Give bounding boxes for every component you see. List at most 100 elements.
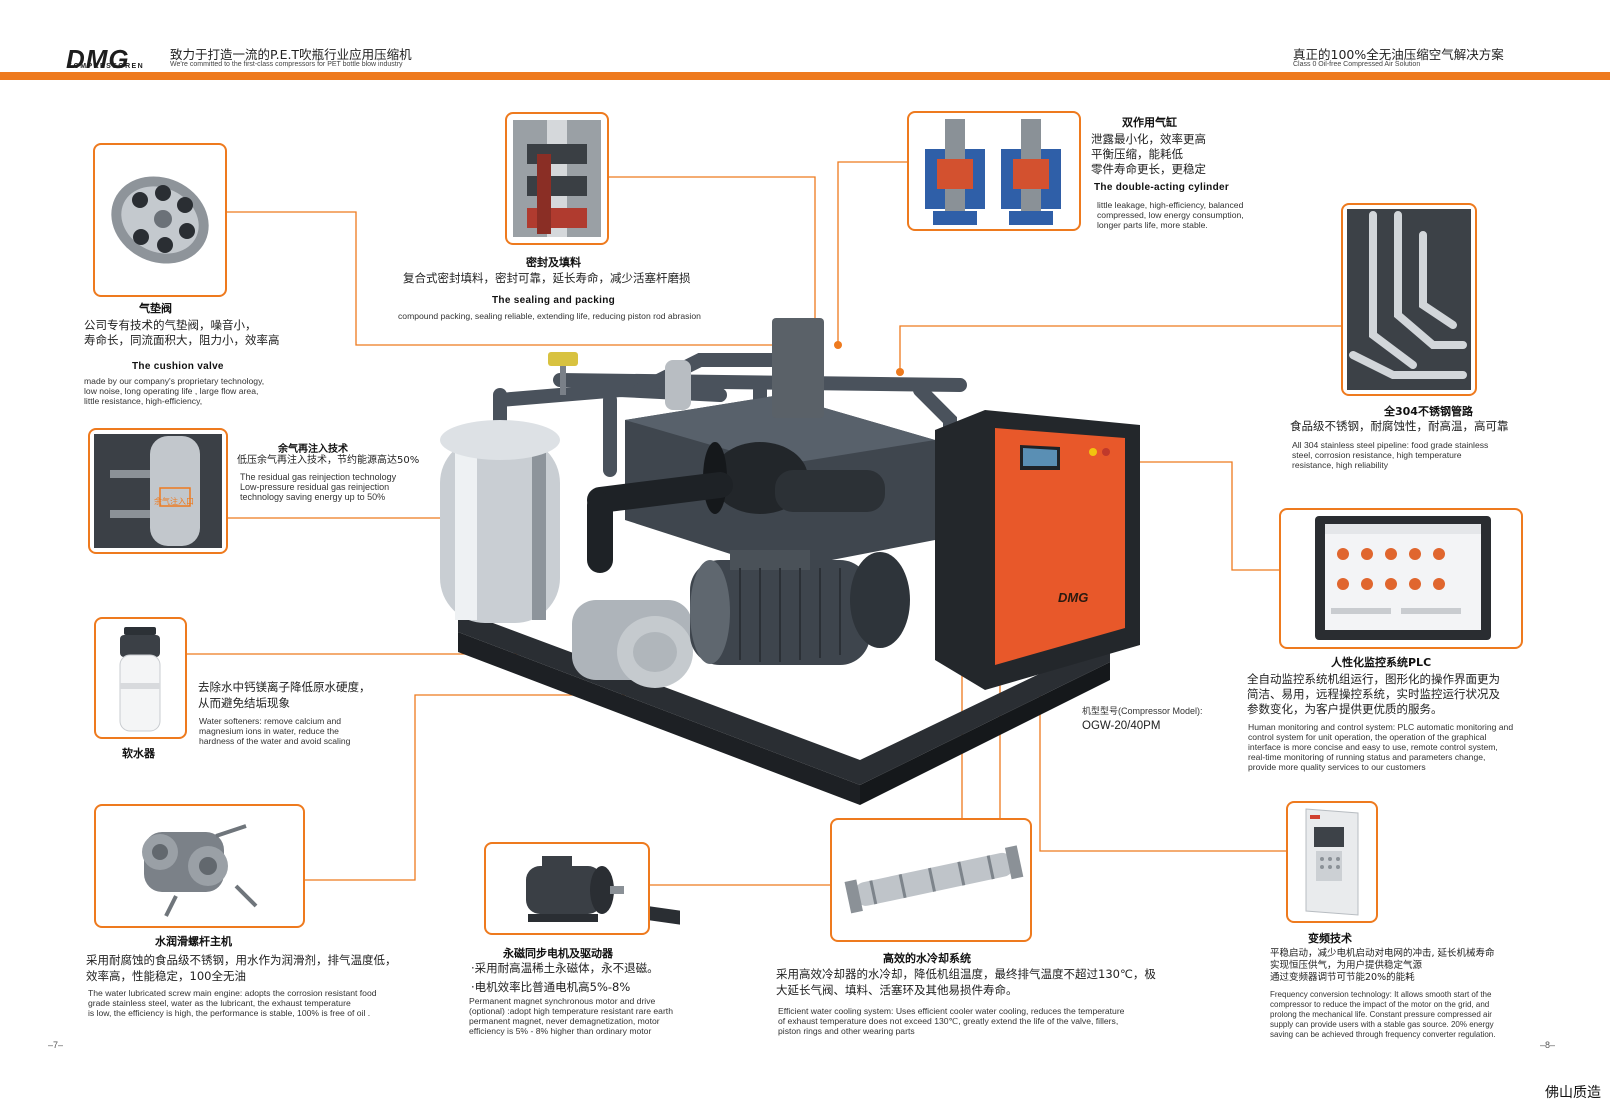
header-accent-bar [0, 72, 1610, 80]
cooling-desc-en-2: of exhaust temperature does not exceed 1… [778, 1016, 1119, 1026]
inverter-desc-en-5: saving can be achieved through frequency… [1270, 1030, 1496, 1039]
pipeline-desc-en-2: steel, corrosion resistance, high temper… [1292, 450, 1462, 460]
plc-desc-en-5: provide more quality services to our cus… [1248, 762, 1426, 772]
motor-desc-en-2: (optional) :adopt high temperature resis… [469, 1006, 673, 1016]
cylinder-title-en: The double-acting cylinder [1094, 182, 1230, 193]
inverter-image [1286, 801, 1378, 923]
residual-gas-illustration [94, 434, 222, 548]
intake-pipe [587, 472, 733, 573]
screw-desc-en-1: The water lubricated screw main engine: … [88, 988, 377, 998]
cushion-valve-desc-zh-2: 寿命长，同流面积大，阻力小，效率高 [84, 333, 280, 347]
sealing-image [505, 112, 609, 245]
model-label: 机型型号(Compressor Model): [1082, 706, 1203, 716]
dmg-logo: DMG [66, 44, 130, 74]
sealing-title-en: The sealing and packing [492, 295, 616, 306]
sealing-desc-en: compound packing, sealing reliable, exte… [398, 311, 701, 321]
cushion-valve-desc-en-2: low noise, long operating life , large f… [84, 386, 259, 396]
cylinder-image [907, 111, 1081, 231]
residual-gas-desc-en-2: Low-pressure residual gas reinjection [240, 482, 390, 492]
cooling-desc-en-1: Efficient water cooling system: Uses eff… [778, 1006, 1125, 1016]
motor-desc-zh-2: ·电机效率比普通电机高5%-8% [471, 980, 631, 994]
main-motor [690, 550, 910, 665]
watermark-text: 佛山质造 [1545, 1085, 1601, 1101]
stainless-tank [440, 420, 560, 623]
inverter-desc-en-4: supply can provide users with a stable g… [1270, 1020, 1494, 1029]
cylinder-title-zh: 双作用气缸 [1122, 116, 1177, 129]
plc-title-zh: 人性化监控系统PLC [1331, 656, 1432, 669]
cooling-desc-zh-1: 采用高效冷却器的水冷却，降低机组温度，最终排气温度不超过130℃，极 [776, 967, 1156, 981]
screw-desc-en-2: grade stainless steel, water as the lubr… [88, 998, 351, 1008]
pipeline-image [1341, 203, 1477, 396]
cooler-illustration [844, 845, 1024, 914]
motor-desc-zh-1: ·采用耐高温稀土永磁体，永不退磁。 [471, 961, 659, 975]
pipeline-illustration [1347, 209, 1471, 390]
header-right-title: 真正的100%全无油压缩空气解决方案 [1293, 47, 1504, 62]
pipeline-title-zh: 全304不锈钢管路 [1384, 405, 1473, 418]
inverter-illustration [1305, 808, 1359, 916]
header-left-title: 致力于打造一流的P.E.T吹瓶行业应用压缩机 [170, 47, 412, 62]
motor-title-zh: 永磁同步电机及驱动器 [503, 947, 613, 960]
cylinder-desc-zh-3: 零件寿命更长，更稳定 [1091, 162, 1206, 176]
sealing-title-zh: 密封及填料 [526, 256, 581, 269]
dmg-logo-subtitle: KOMPRESSOREN [67, 63, 145, 70]
cylinder-desc-en-2: compressed, low energy consumption, [1097, 210, 1244, 220]
residual-gas-desc-en-3: technology saving energy up to 50% [240, 492, 386, 502]
softener-desc-zh-2: 从而避免结垢现象 [198, 696, 290, 710]
cushion-valve-illustration [111, 176, 209, 264]
softener-illustration [119, 627, 161, 732]
inverter-desc-en-3: prolong the mechanical life. Constant pr… [1270, 1010, 1492, 1019]
softener-title-zh: 软水器 [122, 747, 155, 760]
cylinder-illustration [925, 119, 1061, 225]
plc-image [1279, 508, 1523, 649]
plc-desc-zh-2: 简洁、易用，远程操控系统，实时监控运行状况及 [1247, 687, 1500, 701]
inverter-desc-en-2: compressor to reduce the impact of the m… [1270, 1000, 1490, 1009]
screw-engine [572, 600, 693, 688]
screw-title-zh: 水润滑螺杆主机 [155, 935, 232, 948]
softener-desc-en-3: hardness of the water and avoid scaling [199, 736, 351, 746]
inverter-desc-zh-2: 实现恒压供气，为用户提供稳定气源 [1270, 960, 1423, 971]
compressor-block [625, 318, 935, 570]
inverter-desc-en-1: Frequency conversion technology: It allo… [1270, 990, 1492, 999]
header-right-subtitle: Class 0 Oil-free Compressed Air Solution [1293, 61, 1421, 68]
cushion-valve-desc-en-3: little resistance, high-efficiency, [84, 396, 203, 406]
cabinet-logo: DMG [1058, 590, 1089, 605]
residual-gas-image: 余气注入口 [88, 428, 228, 554]
motor-desc-en-1: Permanent magnet synchronous motor and d… [469, 996, 656, 1006]
cushion-valve-desc-en-1: made by our company's proprietary techno… [84, 376, 265, 386]
inverter-desc-zh-3: 通过变频器调节可节能20%的能耗 [1270, 972, 1415, 983]
sealing-illustration [513, 120, 601, 237]
plc-desc-en-3: interface is more concise and easy to us… [1248, 742, 1498, 752]
page-number-left: –7– [48, 1040, 64, 1050]
page-number-right: –8– [1540, 1040, 1556, 1050]
cushion-valve-title-zh: 气垫阀 [139, 302, 172, 315]
pipeline-desc-en-3: resistance, high reliability [1292, 460, 1389, 470]
plc-desc-en-2: control system for unit operation, the o… [1248, 732, 1487, 742]
cylinder-desc-en-3: longer parts life, more stable. [1097, 220, 1208, 230]
plc-desc-en-4: real-time monitoring of running status a… [1248, 752, 1486, 762]
cooling-title-zh: 高效的水冷却系统 [883, 952, 971, 965]
screw-desc-en-3: is low, the efficiency is high, the perf… [88, 1008, 371, 1018]
plc-desc-zh-1: 全自动监控系统机组运行，图形化的操作界面更为 [1247, 672, 1500, 686]
header-left-subtitle: We're committed to the first-class compr… [170, 61, 403, 68]
softener-desc-en-1: Water softeners: remove calcium and [199, 716, 342, 726]
cushion-valve-title-en: The cushion valve [132, 361, 224, 372]
sealing-desc-zh: 复合式密封填料，密封可靠，延长寿命，减少活塞杆磨损 [403, 271, 691, 285]
motor-desc-en-3: permanent magnet, never demagnetization,… [469, 1016, 660, 1026]
motor-desc-en-4: efficiency is 5% - 8% higher than ordina… [469, 1026, 652, 1036]
cooling-desc-en-3: piston rings and other wearing parts [778, 1026, 915, 1036]
cooling-desc-zh-2: 大延长气阀、填料、活塞环及其他易损件寿命。 [776, 983, 1018, 997]
plc-screen-illustration [1315, 516, 1491, 640]
screw-desc-zh-1: 采用耐腐蚀的食品级不锈钢，用水作为润滑剂，排气温度低， [86, 953, 397, 967]
cylinder-desc-en-1: little leakage, high-efficiency, balance… [1097, 200, 1244, 210]
residual-gas-title-zh: 余气再注入技术 [278, 444, 348, 455]
motor-illustration [526, 856, 624, 922]
residual-gas-image-label: 余气注入口 [154, 497, 194, 506]
screw-engine-illustration [142, 824, 258, 917]
cushion-valve-desc-zh-1: 公司专有技术的气垫阀，噪音小， [84, 318, 257, 332]
residual-gas-desc-en-1: The residual gas reinjection technology [240, 472, 397, 482]
softener-image [94, 617, 187, 739]
model-value: OGW-20/40PM [1082, 720, 1161, 732]
plc-desc-zh-3: 参数变化，为客户提供更优质的服务。 [1247, 702, 1443, 716]
residual-gas-desc-zh: 低压余气再注入技术，节约能源高达50% [237, 455, 420, 466]
inverter-title-zh: 变频技术 [1308, 932, 1352, 945]
